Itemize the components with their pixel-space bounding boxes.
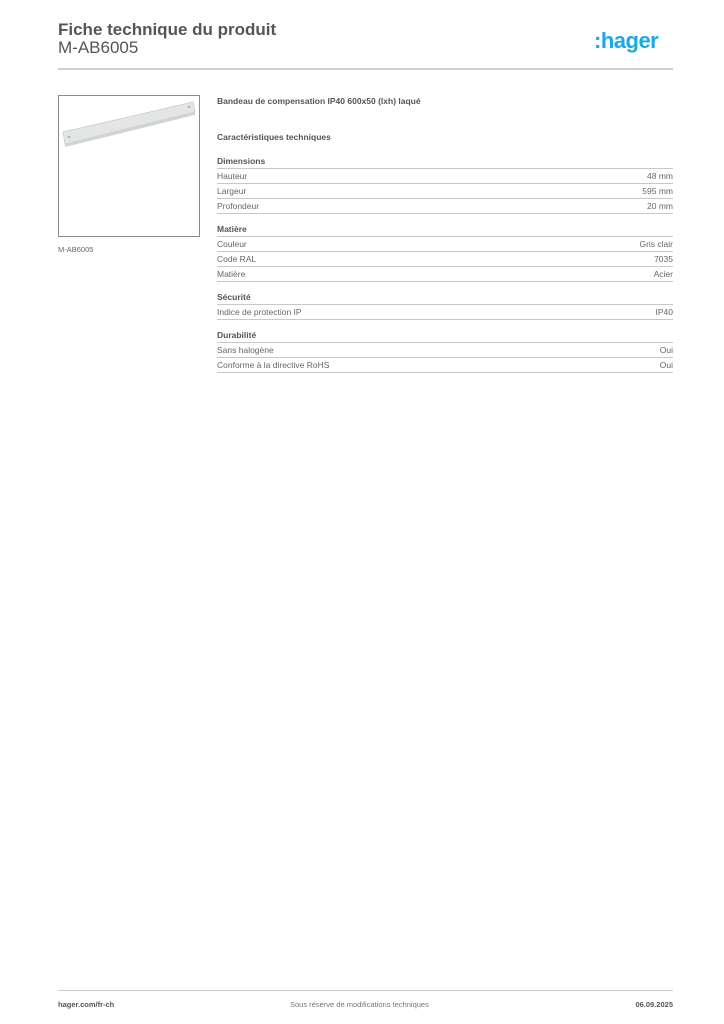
spec-value: Oui bbox=[659, 360, 673, 370]
spec-value: Acier bbox=[653, 269, 673, 279]
spec-label: Profondeur bbox=[217, 201, 260, 211]
image-caption: M-AB6005 bbox=[58, 245, 94, 254]
page-title: Fiche technique du produit bbox=[58, 20, 277, 39]
footer-date: 06.09.2025 bbox=[635, 1000, 673, 1009]
spec-row: Indice de protection IP IP40 bbox=[217, 305, 673, 320]
spec-row: Profondeur 20 mm bbox=[217, 199, 673, 214]
hager-logo: :hager bbox=[594, 28, 659, 53]
footer-divider bbox=[58, 990, 673, 991]
spec-label: Couleur bbox=[217, 239, 247, 249]
spec-group-durabilite: Durabilité Sans halogène Oui Conforme à … bbox=[217, 328, 673, 373]
spec-label: Conforme à la directive RoHS bbox=[217, 360, 330, 370]
product-image bbox=[58, 95, 200, 237]
spec-row: Largeur 595 mm bbox=[217, 184, 673, 199]
spec-row: Hauteur 48 mm bbox=[217, 169, 673, 184]
spec-label: Sans halogène bbox=[217, 345, 274, 355]
group-title: Durabilité bbox=[217, 328, 673, 343]
spec-label: Indice de protection IP bbox=[217, 307, 302, 317]
spec-row: Couleur Gris clair bbox=[217, 237, 673, 252]
product-strip-icon bbox=[62, 101, 196, 147]
spec-value: 7035 bbox=[654, 254, 673, 264]
spec-group-securite: Sécurité Indice de protection IP IP40 bbox=[217, 290, 673, 320]
spec-group-matiere: Matière Couleur Gris clair Code RAL 7035… bbox=[217, 222, 673, 282]
spec-row: Code RAL 7035 bbox=[217, 252, 673, 267]
spec-label: Code RAL bbox=[217, 254, 257, 264]
spec-row: Sans halogène Oui bbox=[217, 343, 673, 358]
group-title: Dimensions bbox=[217, 154, 673, 169]
spec-table: Dimensions Hauteur 48 mm Largeur 595 mm … bbox=[217, 154, 673, 381]
spec-value: Gris clair bbox=[639, 239, 673, 249]
spec-value: 595 mm bbox=[642, 186, 673, 196]
spec-row: Matière Acier bbox=[217, 267, 673, 282]
product-reference: M-AB6005 bbox=[58, 38, 139, 57]
footer-website-link[interactable]: hager.com/fr-ch bbox=[58, 1000, 115, 1009]
spec-value: Oui bbox=[659, 345, 673, 355]
footer-disclaimer: Sous réserve de modifications techniques bbox=[290, 1000, 429, 1009]
spec-label: Largeur bbox=[217, 186, 247, 196]
group-title: Matière bbox=[217, 222, 673, 237]
spec-row: Conforme à la directive RoHS Oui bbox=[217, 358, 673, 373]
spec-value: IP40 bbox=[655, 307, 674, 317]
spec-label: Matière bbox=[217, 269, 246, 279]
spec-label: Hauteur bbox=[217, 171, 248, 181]
header-divider bbox=[58, 68, 673, 70]
product-name: Bandeau de compensation IP40 600x50 (lxh… bbox=[217, 96, 421, 106]
spec-value: 20 mm bbox=[647, 201, 673, 211]
group-title: Sécurité bbox=[217, 290, 673, 305]
spec-group-dimensions: Dimensions Hauteur 48 mm Largeur 595 mm … bbox=[217, 154, 673, 214]
characteristics-title: Caractéristiques techniques bbox=[217, 132, 331, 142]
spec-value: 48 mm bbox=[647, 171, 673, 181]
